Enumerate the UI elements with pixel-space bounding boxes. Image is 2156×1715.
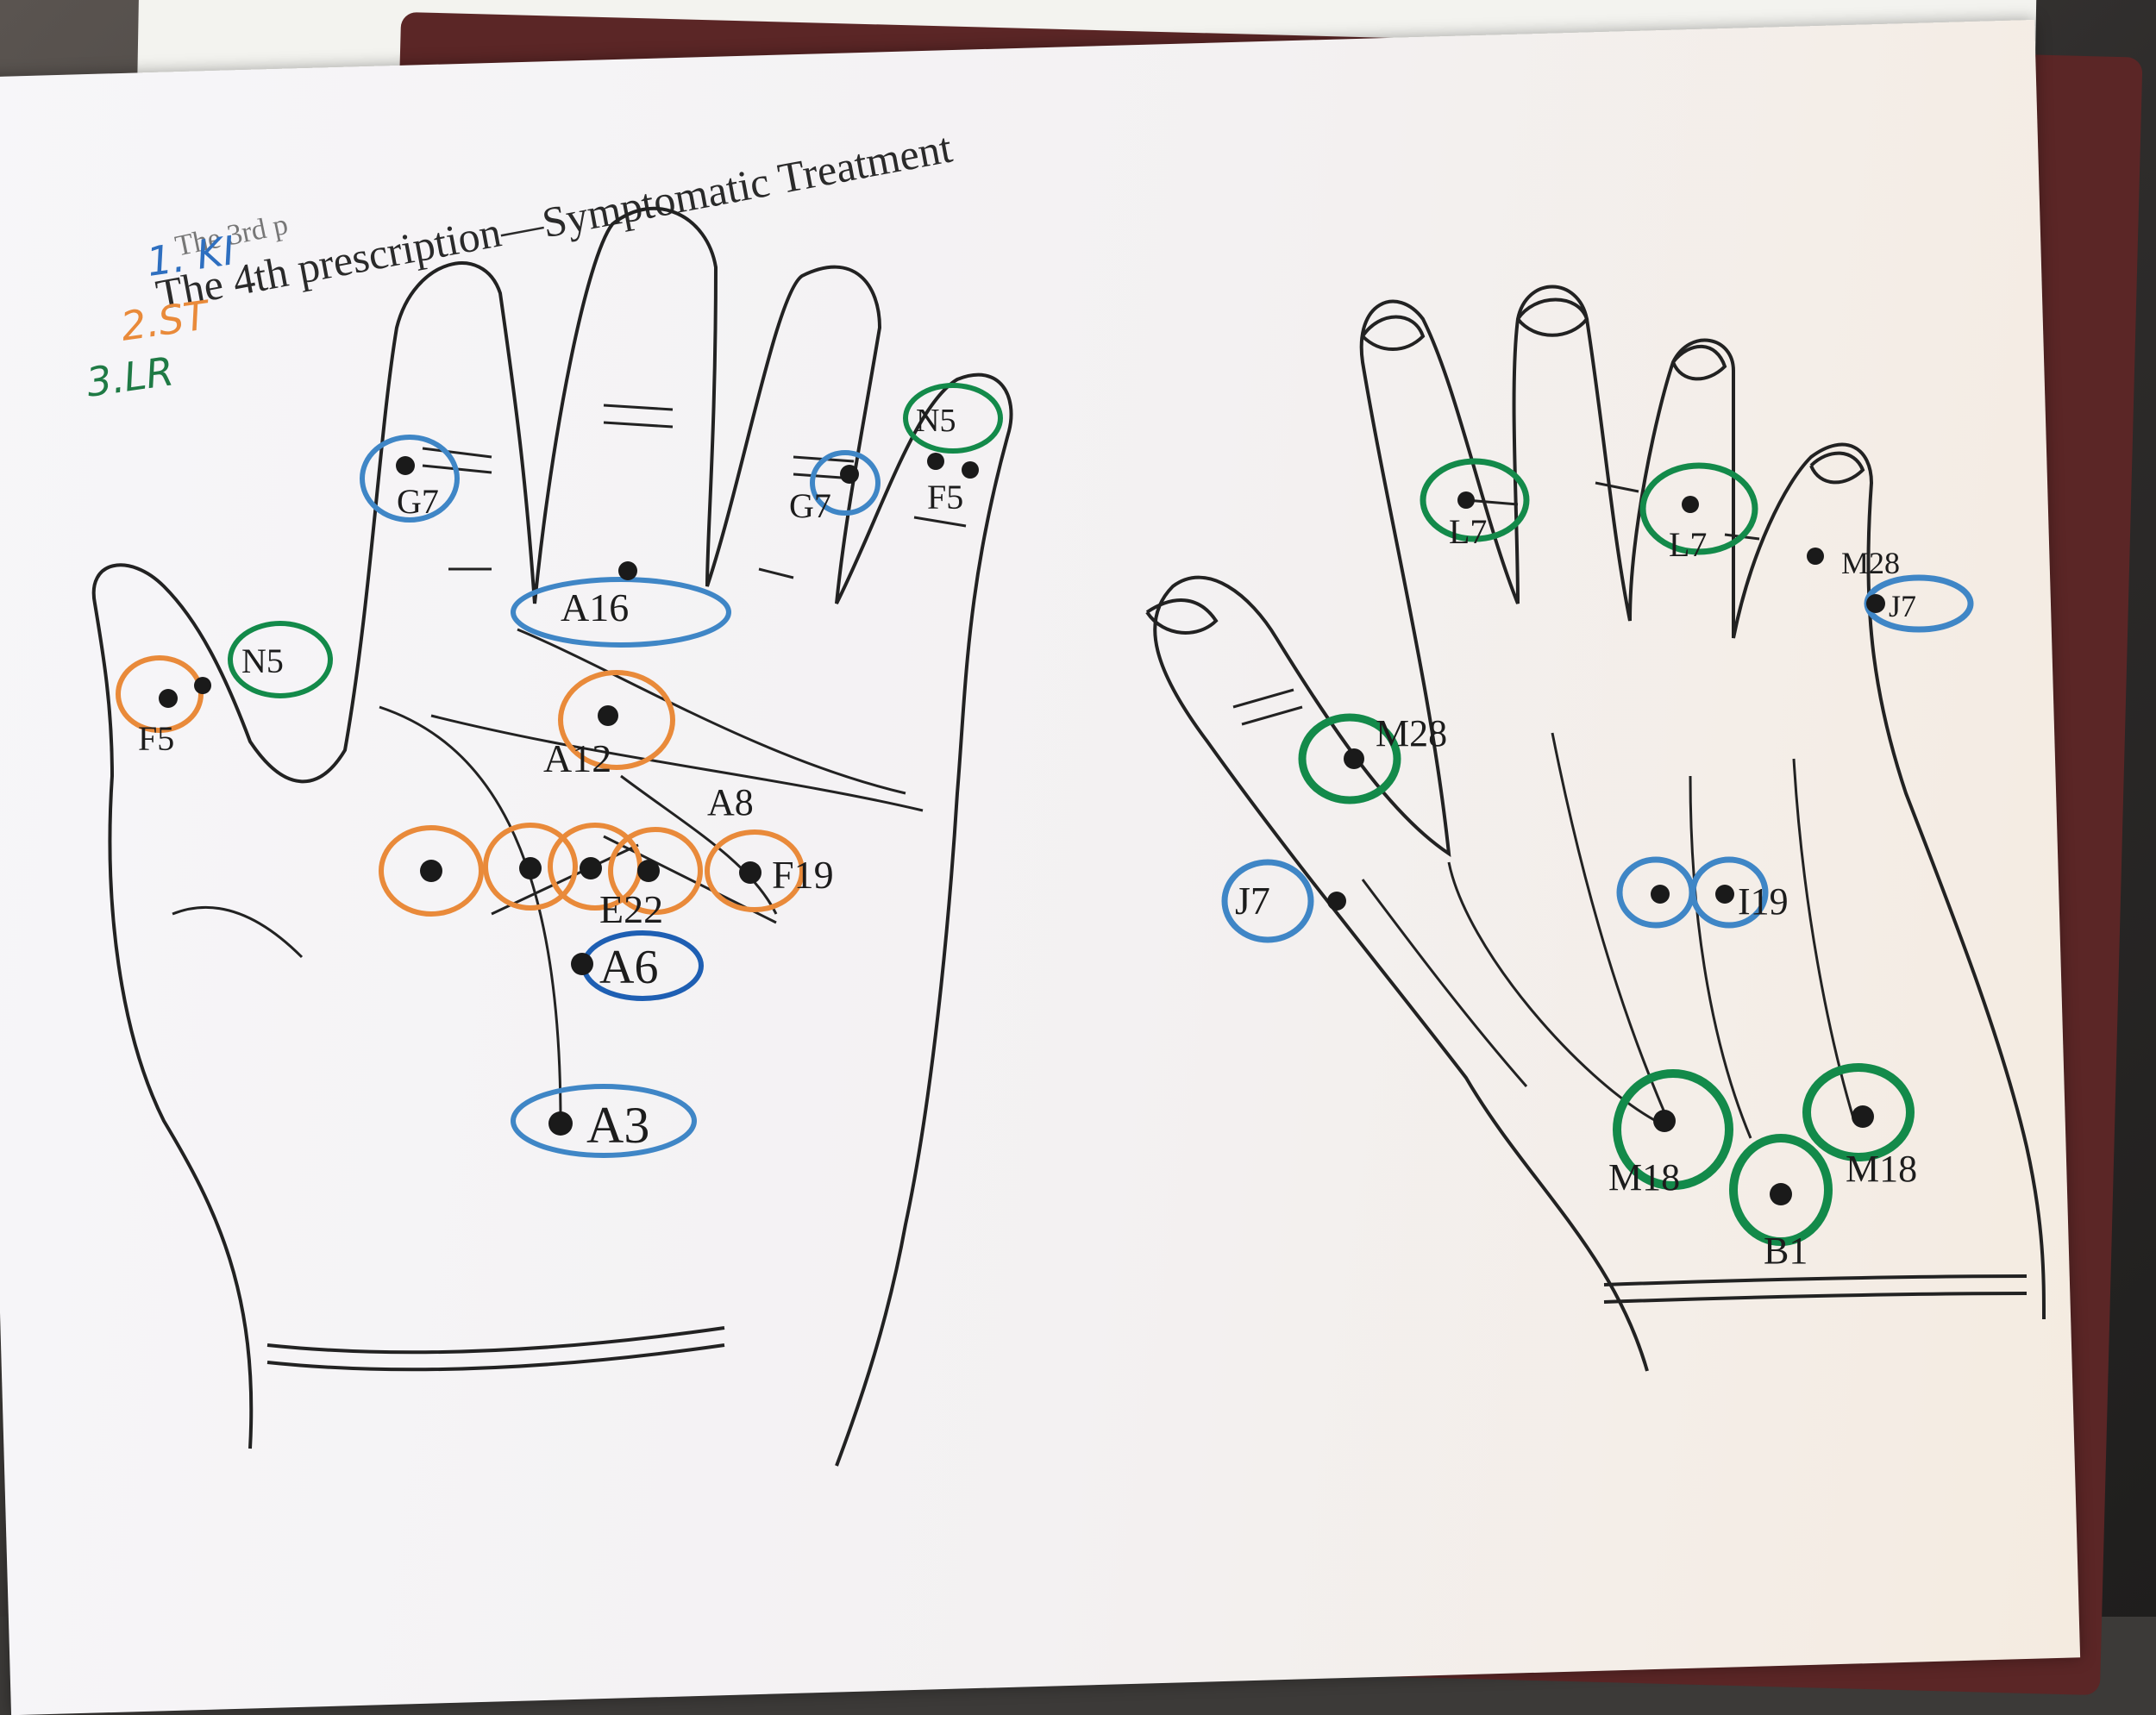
palm-label: F5 [927,478,963,516]
back-label: L7 [1669,525,1707,564]
back-label: B1 [1764,1230,1808,1272]
back-label: M28 [1841,546,1900,580]
back-label: M18 [1846,1148,1917,1190]
palm-circles [116,383,1003,1158]
back-label: I19 [1738,880,1789,923]
palm-label: G7 [789,486,831,525]
palm-label: F5 [138,719,174,758]
palm-labels: G7 G7 N5 F5 N5 F5 A16 A12 A8 E22 F19 A6 … [138,403,963,1154]
acupoint-dots [159,453,1885,1205]
palm-label: A8 [707,781,754,823]
back-label: M18 [1608,1156,1680,1199]
palm-label: F19 [772,853,834,897]
back-hand-outline [1145,285,2046,1372]
palm-label: A12 [543,736,611,780]
palm-label: A3 [586,1097,649,1154]
hand-diagram: G7 G7 N5 F5 N5 F5 A16 A12 A8 E22 F19 A6 … [91,206,2046,1467]
back-label: L7 [1449,512,1487,551]
back-label: M28 [1376,712,1447,754]
palm-label: E22 [599,887,663,931]
palm-label: A16 [561,585,629,629]
palm-label: N5 [241,642,284,680]
back-labels: L7 L7 M28 J7 M28 J7 I19 M18 M18 B1 [1235,512,1917,1272]
palm-label: A6 [599,941,658,994]
palm-label: G7 [397,482,439,521]
palm-label: N5 [916,403,956,439]
palm-outline [91,206,1013,1467]
back-label: J7 [1235,879,1270,923]
back-label: J7 [1889,589,1916,623]
